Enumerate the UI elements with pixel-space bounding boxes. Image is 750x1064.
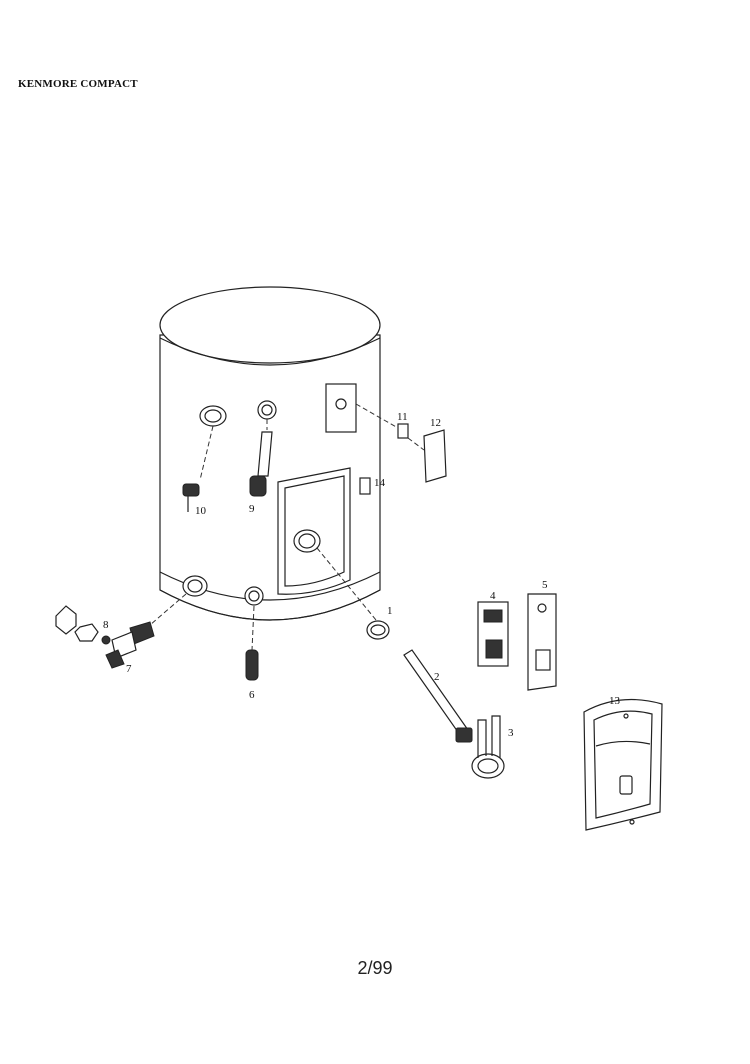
callout-10: 10 bbox=[195, 505, 207, 517]
callout-5: 5 bbox=[542, 579, 548, 591]
callout-7: 7 bbox=[126, 663, 132, 675]
callout-4: 4 bbox=[490, 590, 496, 602]
page-number: 2/99 bbox=[357, 958, 393, 978]
part-13-access-cover bbox=[583, 698, 663, 831]
part-4-thermostat bbox=[477, 601, 509, 667]
tank-ports bbox=[182, 400, 321, 606]
callout-13: 13 bbox=[609, 695, 621, 707]
part-2-heating-element bbox=[403, 649, 473, 743]
part-6-nipple bbox=[245, 605, 259, 681]
callout-11: 11 bbox=[397, 411, 408, 423]
part-1-gasket bbox=[316, 547, 390, 640]
brand-title: KENMORE COMPACT bbox=[18, 78, 138, 90]
part-8-washer bbox=[55, 605, 111, 645]
callout-12: 12 bbox=[430, 417, 441, 429]
callout-3: 3 bbox=[508, 727, 514, 739]
part-7-drain-valve bbox=[105, 593, 187, 669]
part-10-relief-valve bbox=[182, 425, 214, 512]
callout-1: 1 bbox=[387, 605, 393, 617]
part-9-dip-tube bbox=[249, 419, 273, 497]
part-3-element-bracket bbox=[471, 715, 505, 779]
part-5-thermostat-bracket bbox=[527, 593, 557, 691]
callout-6: 6 bbox=[249, 689, 255, 701]
callout-9: 9 bbox=[249, 503, 255, 515]
callout-2: 2 bbox=[434, 671, 440, 683]
part-11-clip bbox=[355, 403, 409, 439]
callout-8: 8 bbox=[103, 619, 109, 631]
part-12-cover bbox=[407, 429, 447, 483]
callout-14: 14 bbox=[374, 477, 386, 489]
